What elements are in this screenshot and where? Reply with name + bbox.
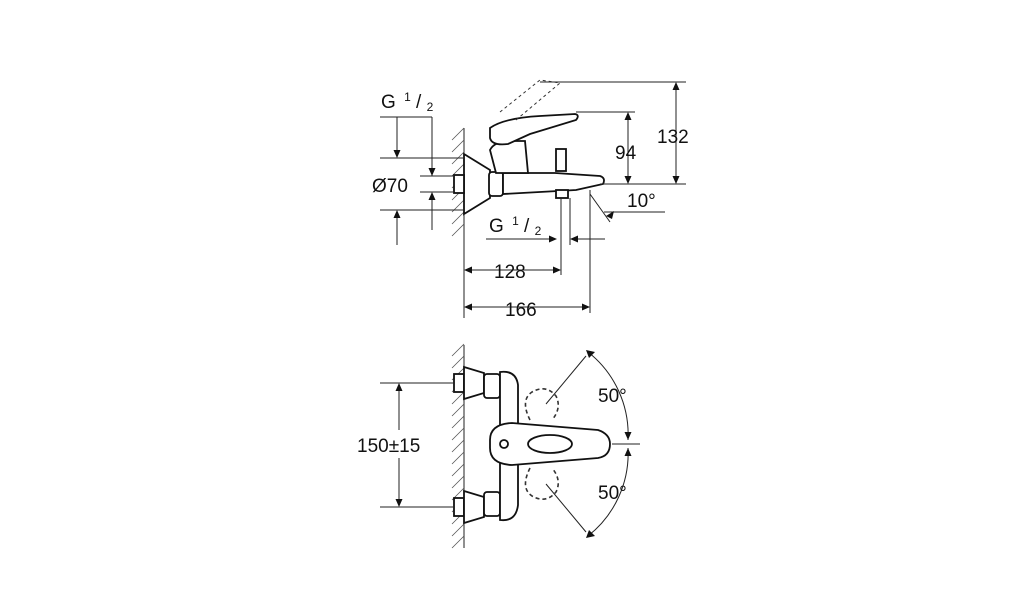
diameter-label: Ø70 bbox=[372, 176, 408, 197]
thread-outlet-letter: G bbox=[489, 216, 504, 237]
rosette-top bbox=[463, 365, 485, 401]
rosette-bottom bbox=[463, 489, 485, 525]
union-nut-bottom bbox=[483, 491, 501, 517]
front-view: 150±15 50° 50° bbox=[357, 343, 640, 549]
projection-outlet-label: 128 bbox=[494, 262, 526, 283]
union-nut-side bbox=[488, 171, 504, 197]
rotation-down-label: 50° bbox=[598, 483, 627, 504]
height-spout-label: 94 bbox=[615, 143, 637, 164]
shower-outlet bbox=[555, 189, 569, 199]
inlet-nut-top bbox=[453, 373, 465, 393]
lever-handle-side bbox=[489, 113, 579, 146]
inlet-nut-bottom bbox=[453, 497, 465, 517]
lever-rotated-up-outline bbox=[524, 388, 560, 421]
thread-outlet-label: G 1 / 2 bbox=[489, 209, 542, 238]
rotation-arc-down bbox=[587, 447, 629, 537]
mixer-body-side bbox=[502, 172, 605, 195]
projection-total-label: 166 bbox=[505, 300, 537, 321]
thread-inlet-denominator: 2 bbox=[427, 100, 434, 114]
height-total-label: 132 bbox=[657, 127, 689, 148]
diverter-knob bbox=[555, 148, 567, 172]
rotation-up-label: 50° bbox=[598, 386, 627, 407]
center-distance-label: 150±15 bbox=[357, 436, 420, 457]
lever-grip-slot bbox=[527, 434, 573, 454]
thread-outlet-numerator: 1 bbox=[512, 214, 519, 228]
wall-side bbox=[451, 127, 465, 318]
thread-inlet-label: G 1 / 2 bbox=[381, 85, 434, 114]
lever-raised-outline bbox=[499, 79, 562, 121]
thread-inlet-slash: / bbox=[416, 92, 422, 113]
lever-cap bbox=[499, 439, 509, 449]
side-view: G 1 / 2 Ø70 94 132 10° G 1 / 2 128 166 bbox=[372, 79, 689, 321]
lever-rotated-down-outline bbox=[524, 467, 560, 500]
thread-inlet-numerator: 1 bbox=[404, 90, 411, 104]
thread-inlet-letter: G bbox=[381, 92, 396, 113]
thread-outlet-slash: / bbox=[524, 216, 530, 237]
union-nut-top bbox=[483, 373, 501, 399]
inlet-nut-side bbox=[453, 174, 465, 194]
mixer-housing-side bbox=[489, 140, 529, 174]
wall-rosette-side bbox=[463, 152, 491, 216]
thread-outlet-denominator: 2 bbox=[535, 224, 542, 238]
spout-angle-label: 10° bbox=[627, 191, 656, 212]
rotation-arc-up bbox=[587, 351, 629, 441]
